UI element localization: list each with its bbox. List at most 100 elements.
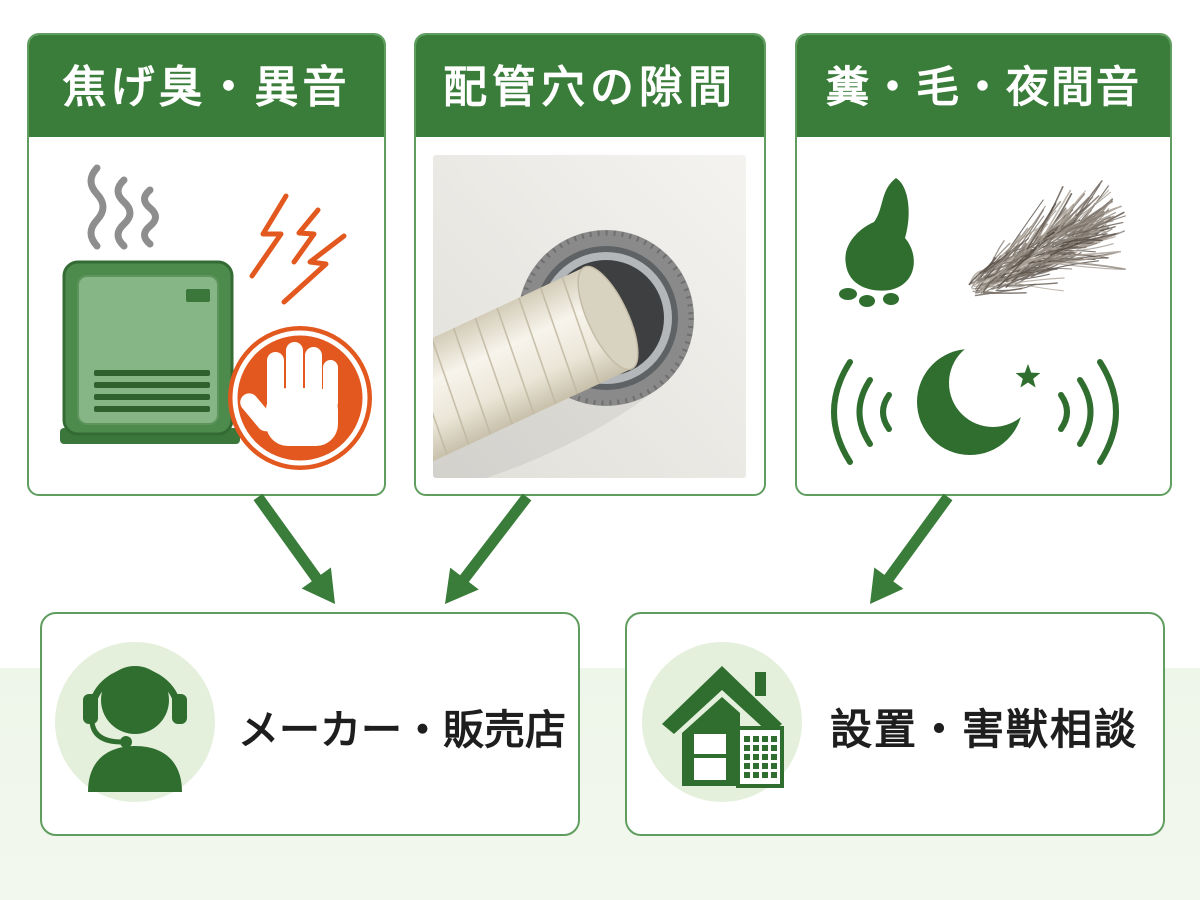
fur-strand [1026,203,1057,250]
fur-strand [1049,233,1117,256]
building-window [771,745,777,751]
fur-strand [1030,254,1056,276]
sound-wave [831,359,853,465]
fur-strand [971,273,984,289]
fur-strand [1085,216,1112,236]
fur-strand [1051,233,1108,248]
fur-strand [996,267,1059,290]
fur-strand [1037,260,1100,274]
fur-strand [974,267,1007,285]
building-windows [744,736,777,778]
arrow-head [870,567,904,604]
fur-strand [1005,282,1058,286]
arrow-head [445,567,479,604]
spark-bolt [281,233,347,305]
fur-strand [1067,221,1124,237]
fur-icon [968,180,1127,297]
building-window [762,736,768,742]
card-illustration [831,178,1127,465]
fur-strand [974,287,1023,297]
fur-strand [1063,234,1097,239]
fur-strand [991,238,1029,268]
fur-strand [991,227,1029,271]
fur-strand [979,272,1032,286]
dropping-pellet [883,293,899,305]
arrow-card-3-to-destination-2 [870,493,953,604]
building-window [753,754,759,760]
building-window [744,745,750,751]
fur-strand [1012,209,1045,256]
stop-hand-icon [228,326,372,470]
tape-seam [452,326,492,437]
hand-palm [266,388,338,446]
operator-head [101,666,169,734]
building-window [744,754,750,760]
sound-wave-left-icon [831,359,892,465]
building-window [771,772,777,778]
building-window [771,754,777,760]
pipe-body [433,267,632,478]
stop-circle-ring [232,330,368,466]
steam-line [141,186,159,248]
dropping-pellet [839,288,857,300]
fur-strand [1043,251,1120,266]
fur-strand [1069,180,1103,230]
fur-strand [1023,221,1075,257]
tape-seam [495,305,536,417]
card-header: 焦げ臭・異音 [29,35,384,137]
tape-seam [560,275,601,387]
star-icon [1015,364,1041,388]
card-title: 糞・毛・夜間音 [826,62,1141,113]
hand-icon [240,342,338,446]
building-window [744,763,750,769]
spark-bolt [291,207,321,265]
moon-icon [917,349,1023,455]
vent-slot [94,382,210,388]
card-illustration [60,164,372,470]
building-window [771,736,777,742]
destination-icon-area [642,642,802,802]
fur-strand [994,236,1046,269]
spark-icon [249,193,347,305]
arrow-head [301,567,335,604]
building-window [762,754,768,760]
fur-strand [1070,242,1098,249]
building-window [753,772,759,778]
fur-strand [1012,282,1064,292]
building-window [753,736,759,742]
pipe [433,265,639,478]
house-chimney [755,672,766,696]
arrow-card-1-to-destination-1 [253,493,335,604]
card-illustration [433,155,746,478]
hand-thumb [240,393,275,432]
headset-mic [120,736,132,748]
heater-vents [94,370,210,412]
fur-strand [1033,215,1101,246]
pipe-hole-photo [433,155,746,478]
fur-strand [1050,250,1122,259]
fur-strand [1061,201,1114,237]
fur-strand [972,285,990,293]
house-window-lower [694,758,726,780]
vent-slot [94,406,210,412]
destination-icon-area [55,642,215,802]
destination-label: 設置・害獣相談 [830,705,1139,754]
dropping-main [845,178,914,291]
vent-slot [94,394,210,400]
headset-ear-right [172,694,187,724]
pipe-tape-wrap [433,275,601,458]
pipe-end [577,265,639,371]
building-window [744,736,750,742]
destination-installer-pest-consult: 設置・害獣相談 [625,612,1165,836]
sound-wave [1077,377,1094,447]
building-window [753,763,759,769]
fur-strand [1051,261,1126,270]
heater-display [186,289,210,302]
building-window [762,763,768,769]
building-window [771,763,777,769]
arrow-card-2-to-destination-1 [445,493,532,604]
operator-shoulders [88,746,182,792]
card-title: 配管穴の隙間 [443,62,737,113]
building-window [744,772,750,778]
